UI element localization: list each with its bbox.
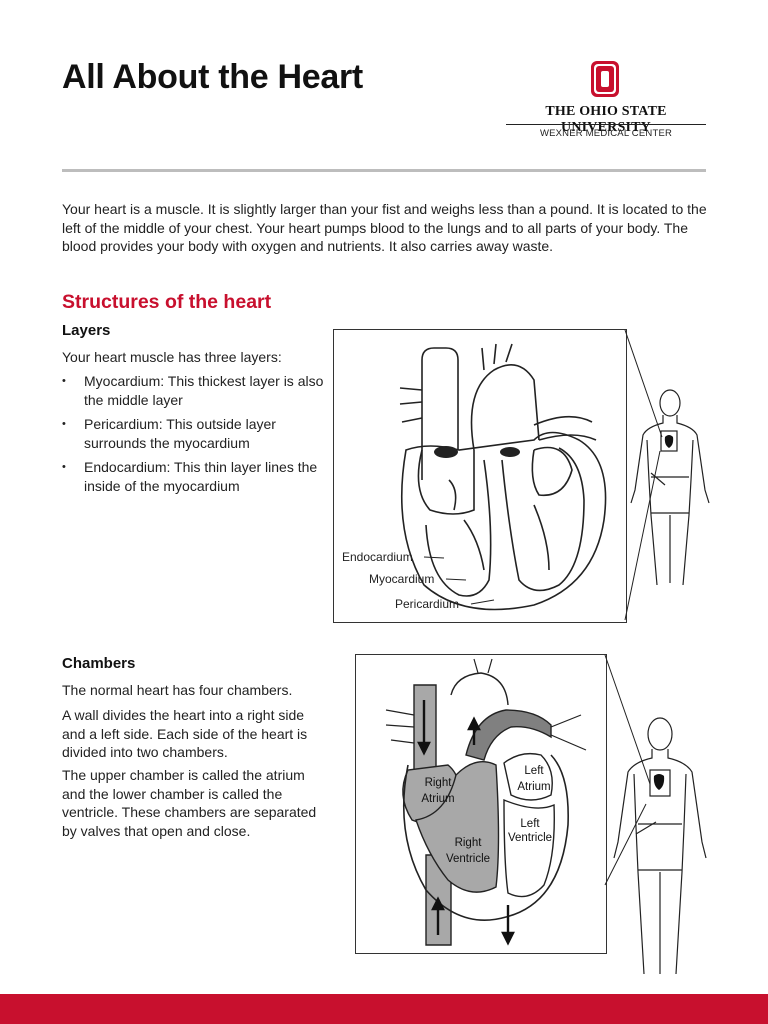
university-logo: THE OHIO STATE UNIVERSITY WEXNER MEDICAL… bbox=[500, 60, 710, 140]
university-name: THE OHIO STATE UNIVERSITY bbox=[545, 104, 667, 135]
heart-chambers-diagram: Right Atrium Left Atrium Right Ventricle… bbox=[385, 658, 587, 946]
medical-center-name: WEXNER MEDICAL CENTER bbox=[539, 128, 673, 139]
label-left-atrium: Left bbox=[524, 765, 544, 777]
chambers-heading: Chambers bbox=[62, 655, 136, 672]
page-title: All About the Heart bbox=[62, 58, 363, 96]
chambers-paragraph: A wall divides the heart into a right si… bbox=[62, 707, 308, 760]
list-item: Pericardium: This outside layer surround… bbox=[62, 415, 327, 452]
layers-lead: Your heart muscle has three layers: bbox=[62, 349, 282, 365]
list-item: Endocardium: This thin layer lines the i… bbox=[62, 458, 327, 495]
label-right-ventricle: Right bbox=[455, 837, 483, 849]
layers-heading: Layers bbox=[62, 322, 111, 339]
footer-bar bbox=[0, 994, 768, 1024]
label-right-atrium: Right bbox=[425, 777, 453, 789]
header-divider bbox=[62, 169, 706, 172]
label-left-ventricle: Ventricle bbox=[508, 832, 552, 844]
logo-divider bbox=[506, 124, 706, 125]
label-left-atrium: Atrium bbox=[517, 781, 550, 793]
heart-chambers-figure: Right Atrium Left Atrium Right Ventricle… bbox=[355, 654, 607, 954]
chambers-paragraph: The normal heart has four chambers. bbox=[62, 682, 293, 698]
heart-layers-figure: Endocardium Myocardium Pericardium bbox=[333, 329, 627, 623]
zoom-lines bbox=[624, 329, 663, 621]
list-item: Myocardium: This thickest layer is also … bbox=[62, 372, 327, 409]
chambers-paragraph: The upper chamber is called the atrium a… bbox=[62, 767, 317, 839]
label-myocardium: Myocardium bbox=[369, 572, 434, 586]
zoom-lines bbox=[604, 654, 651, 886]
label-pericardium: Pericardium bbox=[395, 597, 459, 611]
block-o-icon bbox=[591, 61, 619, 97]
intro-paragraph: Your heart is a muscle. It is slightly l… bbox=[62, 201, 707, 254]
label-endocardium: Endocardium bbox=[342, 550, 413, 564]
layers-list: Myocardium: This thickest layer is also … bbox=[62, 372, 327, 501]
body-figure-top bbox=[630, 389, 710, 586]
body-figure-bottom bbox=[613, 717, 707, 975]
label-right-atrium: Atrium bbox=[421, 793, 454, 805]
heart-layers-diagram: Endocardium Myocardium Pericardium bbox=[342, 343, 607, 611]
section-heading: Structures of the heart bbox=[62, 291, 272, 313]
label-left-ventricle: Left bbox=[520, 818, 540, 830]
label-right-ventricle: Ventricle bbox=[446, 853, 490, 865]
